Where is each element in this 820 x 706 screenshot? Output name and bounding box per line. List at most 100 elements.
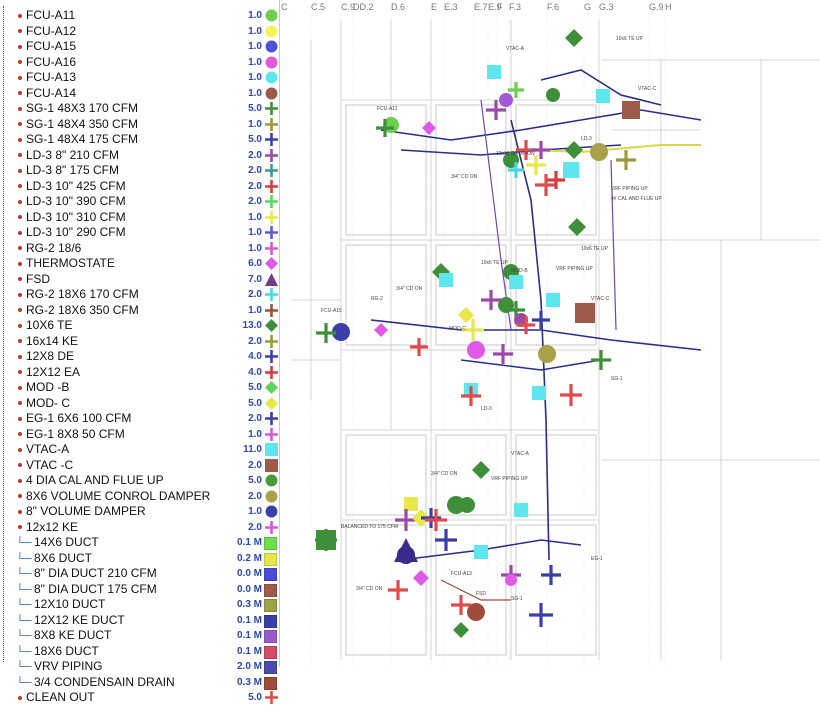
circle-symbol [538,345,556,363]
legend-color-swatch [264,676,277,690]
legend-item-quantity: 7.0 [248,273,262,285]
vrv-piping-line [540,69,662,106]
count-marker-icon [18,370,22,374]
legend-item-label: LD-3 10" 390 CFM [26,194,126,208]
legend-item-quantity: 1.0 [248,304,262,316]
room-outline [345,104,427,236]
plus-symbol-icon [265,164,278,177]
legend-item[interactable]: FSD 7.0 [0,272,280,288]
vrv-piping-line [460,359,602,371]
legend-item[interactable]: FCU-A15 1.0 [0,39,280,55]
diamond-symbol [472,461,490,479]
vrv-piping-line [400,539,582,561]
legend-item-quantity: 11.0 [243,444,262,455]
count-marker-icon [18,447,22,452]
square-symbol [546,293,560,307]
plus-symbol [421,508,441,528]
plus-symbol [532,311,550,329]
legend-item-quantity: 2.0 [248,335,262,347]
circle-symbol [447,496,465,514]
plus-symbol-icon [265,117,278,131]
room-outline [435,104,507,236]
legend-color-swatch [264,599,277,612]
legend-item[interactable]: RG-2 18X6 350 CFM 1.0 [0,303,280,319]
plus-symbol [529,603,553,627]
plan-annotation: FCU-A11 [377,106,398,112]
square-symbol [404,497,418,511]
plan-annotation: SG-1 [511,596,523,602]
count-marker-icon [18,106,22,111]
legend-item-label: RG-2 18X6 170 CFM [26,287,139,301]
legend-item-quantity: 2.0 [248,413,262,424]
circle-symbol [546,88,560,102]
legend-item-label: FCU-A15 [26,39,77,53]
plus-symbol-icon [265,210,278,224]
circle-symbol [499,93,513,107]
legend-item-quantity: 1.0 [248,41,262,52]
plus-symbol [526,155,546,175]
count-marker-icon [18,385,22,390]
grid-label: G [584,2,592,12]
plus-symbol-icon [265,133,278,146]
grid-label: G.3 [599,2,614,12]
plus-symbol-icon [265,520,278,534]
square-symbol [509,275,523,289]
count-marker-icon [18,525,22,529]
plan-annotation: 3/4" CD ON [451,174,478,180]
legend-item-label: FSD [26,271,50,286]
legend-item-quantity: 2.0 [248,459,262,471]
count-marker-icon [18,184,22,188]
count-marker-icon [18,401,22,405]
plan-annotation: 3/4" CD ON [431,471,458,477]
legend-item-label: RG-2 18X6 350 CFM [26,302,139,317]
legend-item-quantity: 5.0 [248,397,262,409]
plus-symbol-icon [265,226,278,239]
count-marker-icon [18,277,22,281]
legend-item-label: 8" VOLUME DAMPER [26,504,146,518]
plus-symbol [547,171,565,189]
